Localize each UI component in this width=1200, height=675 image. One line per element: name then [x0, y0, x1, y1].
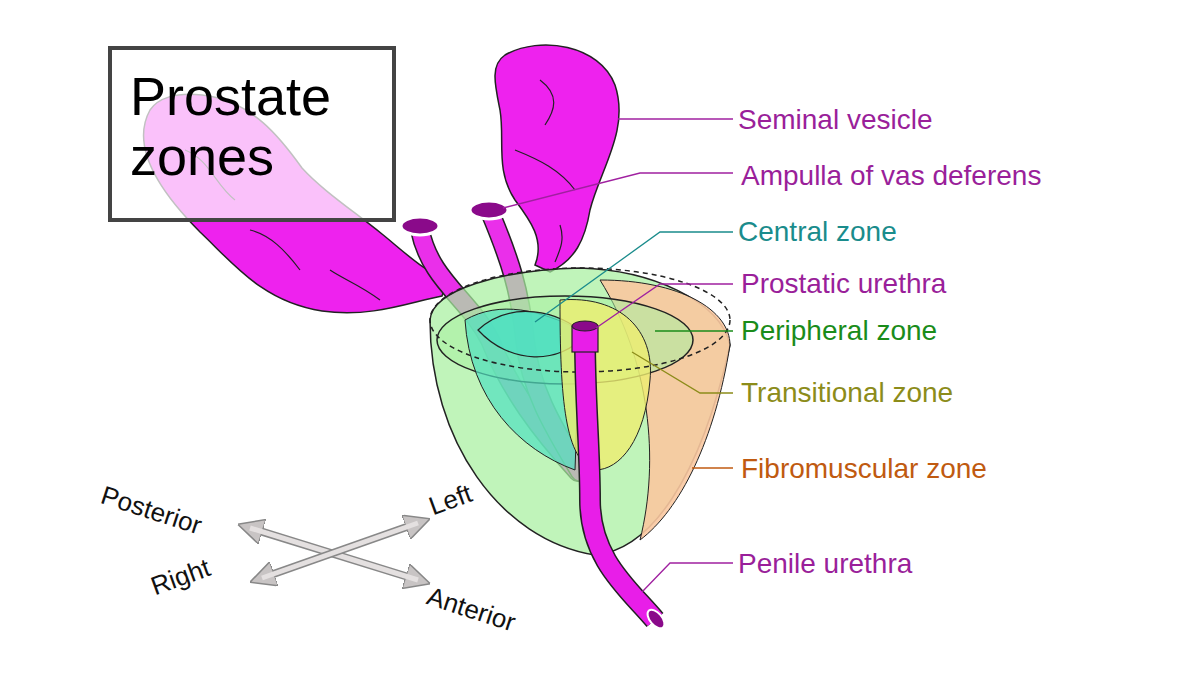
part-label: Seminal vesicle	[738, 105, 933, 136]
part-label: Penile urethra	[738, 549, 912, 580]
title-box: Prostate zones	[108, 46, 396, 222]
direction-label: Posterior	[98, 481, 206, 540]
part-label: Central zone	[738, 217, 897, 248]
part-label: Fibromuscular zone	[741, 454, 987, 485]
direction-label: Anterior	[424, 582, 519, 637]
urethra	[585, 340, 655, 620]
part-label: Prostatic urethra	[741, 269, 946, 300]
part-label: Ampulla of vas deferens	[741, 161, 1041, 192]
transitional-zone	[560, 300, 650, 470]
seminal-vesicle-right	[495, 45, 619, 272]
direction-label: Right	[147, 553, 214, 601]
direction-label: Left	[425, 479, 476, 521]
part-label: Transitional zone	[741, 378, 953, 409]
leader-lines	[503, 119, 733, 592]
part-label: Peripheral zone	[741, 316, 937, 347]
orientation-arrows	[250, 523, 418, 580]
diagram-title: Prostate zones	[130, 66, 392, 187]
